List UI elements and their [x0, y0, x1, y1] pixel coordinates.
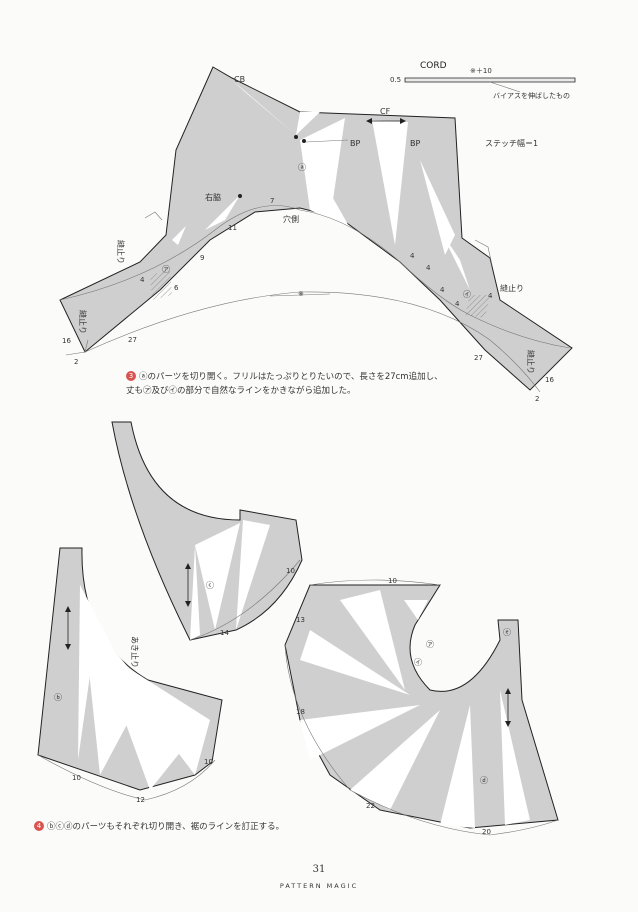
piece-b-dim-12: 12	[136, 796, 145, 804]
dim-2a: 2	[74, 358, 78, 366]
piece-d-marker-i: ㋑	[414, 658, 422, 667]
dim-16a: 16	[62, 337, 71, 345]
piece-d-dim-20: 20	[482, 828, 491, 836]
stop-left-bottom-label: 縫止り	[78, 310, 88, 334]
step-3-badge: 3	[126, 371, 136, 381]
marker-i: ㋑	[463, 290, 471, 299]
piece-d-dim-10: 10	[388, 577, 397, 585]
dim-27b: 27	[474, 354, 483, 362]
bp-left-label: BP	[350, 139, 360, 148]
cord-label: CORD	[420, 61, 447, 71]
piece-d-dim-18: 18	[296, 708, 305, 716]
piece-a-label: ⓐ	[298, 163, 306, 172]
piece-c-dim-14: 14	[220, 629, 229, 637]
dim-4c: 4	[426, 264, 431, 272]
dim-16b: 16	[545, 376, 554, 384]
dim-7: 7	[270, 197, 274, 205]
top-pattern: CORD ※＋10 0.5 バイアスを伸ばしたもの CB CF BP BP ステ…	[59, 61, 576, 403]
dim-4e: 4	[488, 292, 493, 300]
stitch-width-label: ステッチ幅＝1	[485, 138, 538, 148]
piece-d-dim-13: 13	[296, 616, 305, 624]
caption-4-text: ⓑⓒⓓのパーツもそれぞれ切り開き、裾のラインを訂正する。	[47, 822, 285, 832]
piece-b: ⓑ あき止り 10 10 12	[37, 547, 223, 804]
piece-c-dim-10: 10	[286, 567, 295, 575]
piece-d-marker-a: ㋐	[426, 640, 434, 649]
dim-27a: 27	[128, 336, 137, 344]
dim-9: 9	[200, 254, 204, 262]
cord-formula: ※＋10	[470, 67, 492, 75]
armhole-label: 穴側	[283, 214, 299, 224]
footer-title: PATTERN MAGIC	[279, 882, 359, 890]
piece-d-dim-22: 22	[366, 802, 375, 810]
page-number: 31	[312, 864, 326, 875]
piece-c: ⓒ 10 14	[111, 421, 303, 641]
piece-b-dim-10b: 10	[204, 758, 213, 766]
caption-3-line-2: 丈も㋐及び㋑の部分で自然なラインをかきながら追加した。	[126, 386, 356, 396]
mark-x-label: ※	[298, 290, 304, 298]
piece-d-label: ⓓ	[480, 776, 488, 785]
step-4-badge: 4	[34, 821, 44, 831]
dim-11: 11	[228, 224, 237, 232]
marker-a: ㋐	[162, 265, 170, 274]
piece-b-label: ⓑ	[54, 693, 62, 702]
right-side-label: 右脇	[205, 192, 221, 202]
cf-label: CF	[380, 107, 391, 116]
cb-label: CB	[234, 75, 245, 84]
piece-c-shape	[111, 421, 303, 641]
piece-b-dim-10a: 10	[72, 774, 81, 782]
dim-2b: 2	[535, 395, 539, 403]
open-stop-label: あき止り	[130, 636, 140, 668]
piece-d: ⓓ ⓔ ㋐ ㋑ 10 13 18 22 20	[284, 577, 559, 836]
stop-right-bottom-label: 縫止り	[526, 350, 536, 374]
stop-left-label: 縫止り	[116, 240, 126, 264]
dim-4a: 4	[140, 276, 145, 284]
caption-3-line-1: ⓐのパーツを切り開く。フリルはたっぷりとりたいので、長さを27cm追加し、	[139, 372, 443, 382]
dim-4b: 4	[410, 252, 415, 260]
piece-d-top-label: ⓔ	[503, 628, 511, 637]
cord-width: 0.5	[390, 76, 401, 84]
piece-c-label: ⓒ	[206, 581, 214, 590]
cord-note: バイアスを伸ばしたもの	[493, 91, 570, 100]
dim-6: 6	[174, 284, 179, 292]
dim-4f: 4	[455, 300, 460, 308]
bp-right-label: BP	[410, 139, 420, 148]
dim-4d: 4	[440, 286, 445, 294]
stop-right-label: 縫止り	[500, 283, 524, 293]
